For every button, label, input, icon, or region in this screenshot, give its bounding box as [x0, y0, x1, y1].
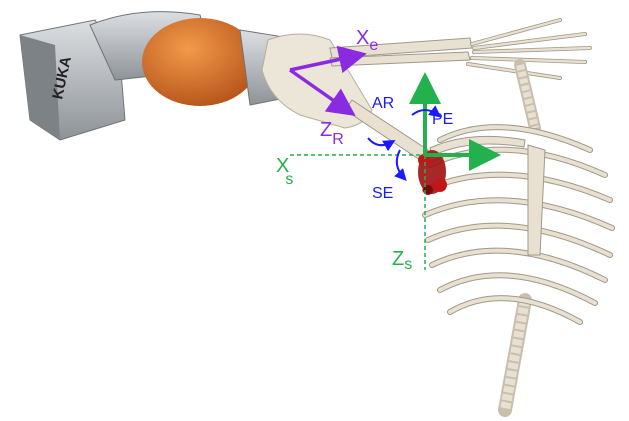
label-se: SE	[372, 185, 393, 202]
sternum	[528, 145, 545, 255]
robot-arm: KUKA	[20, 12, 300, 140]
se-rotation-arrow	[397, 150, 404, 178]
label-zs: Zs	[392, 248, 412, 273]
label-pe: PE	[432, 111, 453, 128]
label-ar: AR	[372, 95, 394, 112]
